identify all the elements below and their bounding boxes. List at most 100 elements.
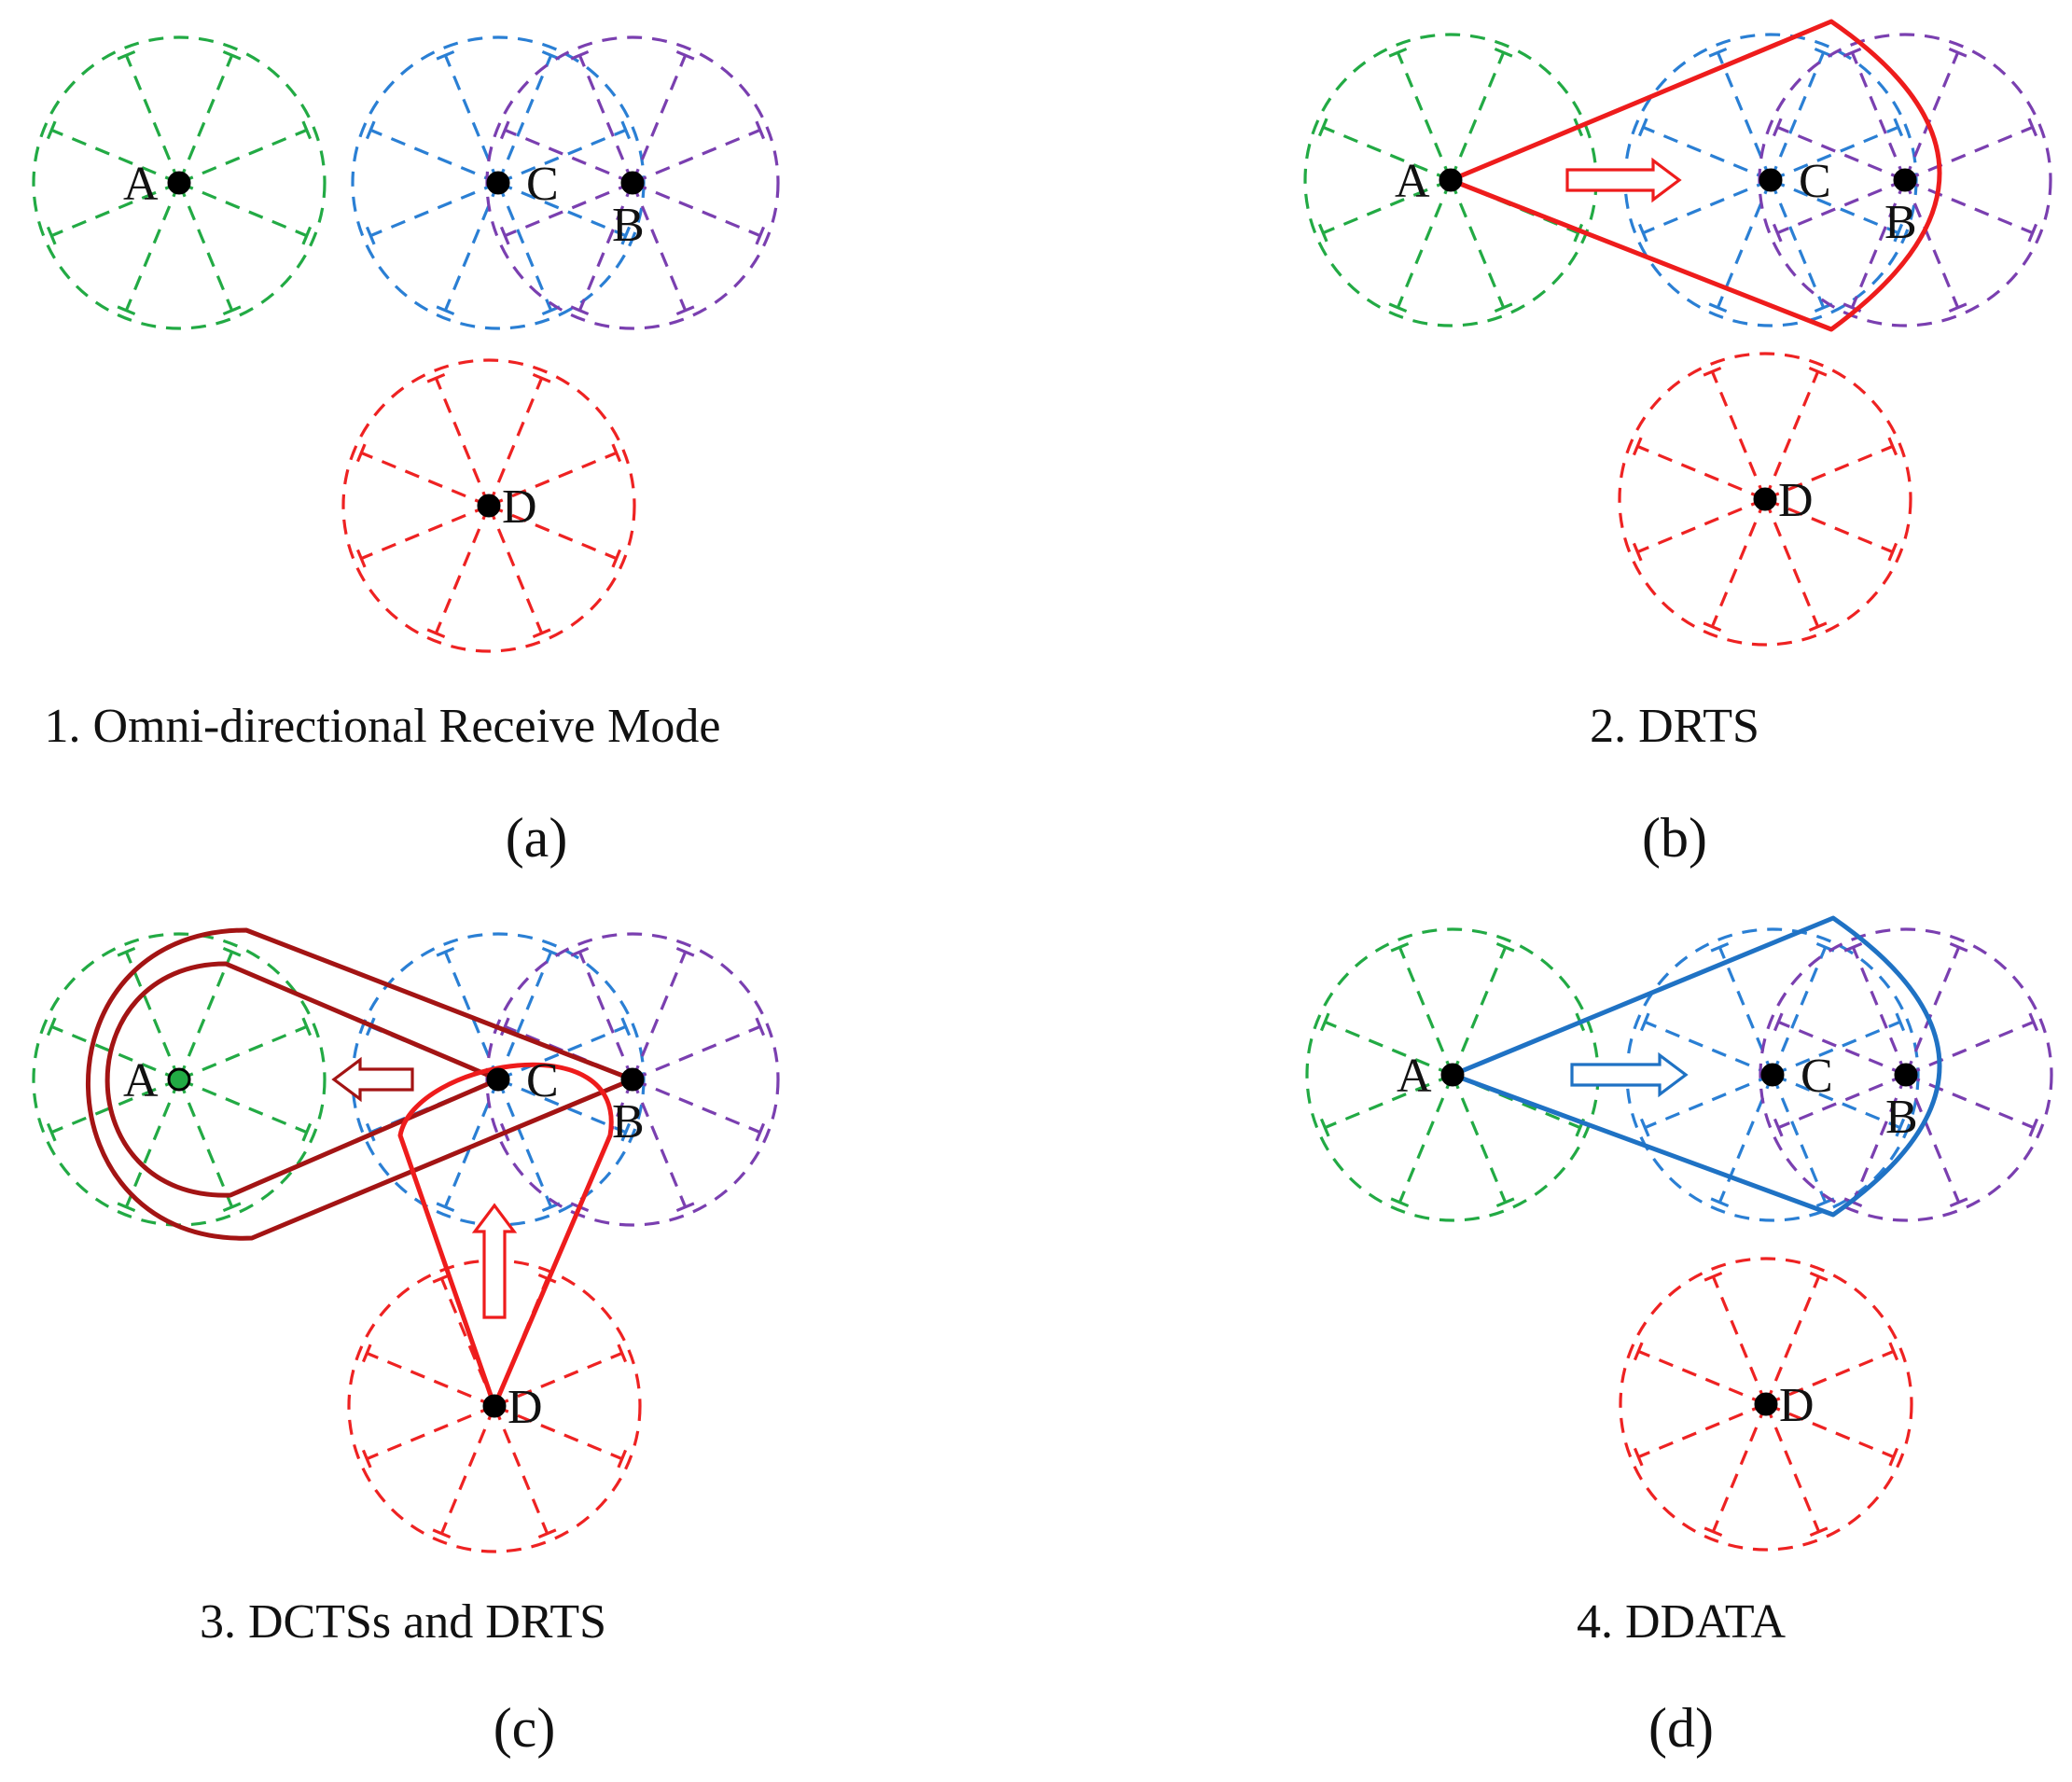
sector-tick-D (355, 549, 367, 568)
node-a-dot (1440, 1063, 1465, 1087)
node-label-d: D (1778, 474, 1814, 527)
sector-line-A (1449, 179, 1506, 309)
sector-line-D (1711, 1403, 1768, 1533)
sector-line-A (1322, 125, 1452, 182)
sector-line-C (1717, 1074, 1774, 1204)
sector-line-D (1710, 498, 1767, 628)
sector-tick-B (755, 1017, 766, 1037)
sector-line-B (504, 181, 633, 238)
omni-pattern-B (1759, 927, 2053, 1222)
sector-line-A (178, 1024, 308, 1081)
dcts-beam-d-to-c (397, 1062, 614, 1409)
sector-tick-D (532, 372, 551, 383)
node-a-dot (1439, 168, 1463, 192)
sector-line-B (577, 54, 634, 184)
range-circle-A (32, 35, 327, 330)
sector-tick-D (1888, 1447, 1899, 1467)
sector-line-B (631, 182, 688, 312)
sector-line-C (1716, 51, 1773, 181)
sector-line-C (496, 951, 553, 1080)
drts-beam-a-to-b (1448, 19, 1942, 332)
sector-tick-C (436, 1202, 455, 1213)
sector-line-B (577, 182, 634, 312)
node-label-a: A (1395, 155, 1430, 208)
sector-line-C (1644, 1073, 1773, 1130)
node-label-b: B (1884, 196, 1917, 249)
sector-tick-D (1887, 437, 1898, 456)
sector-line-B (1904, 125, 2034, 182)
sector-line-A (1398, 1074, 1454, 1204)
sector-tick-A (117, 946, 136, 957)
sector-tick-C (1710, 1197, 1730, 1208)
node-a-dot (167, 171, 191, 195)
sector-tick-C (365, 226, 376, 245)
node-c-dot (486, 171, 510, 195)
sector-tick-B (1772, 223, 1783, 243)
ddata-beam-a-to-b (1450, 915, 1942, 1218)
sector-line-A (50, 128, 180, 185)
sector-line-A (1452, 1073, 1581, 1130)
sector-line-A (124, 1079, 181, 1208)
sector-line-C (1769, 179, 1826, 309)
range-circle-B (1759, 927, 2053, 1222)
node-label-a: A (123, 158, 159, 211)
sector-tick-A (117, 49, 136, 61)
panel-label-a: (a) (506, 807, 568, 869)
omni-pattern-D (341, 358, 636, 653)
sector-line-B (504, 128, 633, 185)
node-label-d: D (508, 1381, 543, 1434)
dcts-beam-c-to-a (104, 961, 501, 1198)
sector-line-B (504, 1024, 633, 1081)
sector-line-D (1636, 497, 1766, 554)
node-b-dot (1893, 168, 1917, 192)
sector-tick-B (570, 946, 590, 957)
sector-line-C (1769, 51, 1826, 181)
sector-line-B (1904, 946, 1961, 1076)
omni-pattern-A (32, 35, 327, 330)
sector-line-D (439, 1405, 496, 1535)
sector-line-C (369, 128, 499, 185)
sector-tick-C (1639, 1012, 1650, 1032)
caption-c: 3. DCTSs and DRTS (200, 1595, 606, 1649)
sector-line-B (632, 1024, 761, 1081)
sector-line-D (366, 1404, 495, 1461)
sector-line-A (178, 181, 308, 238)
sector-line-A (177, 54, 234, 184)
sector-tick-D (537, 1528, 557, 1539)
sector-tick-A (46, 226, 57, 245)
panel-label-c: (c) (494, 1697, 556, 1759)
sector-tick-B (2027, 223, 2038, 243)
sector-line-C (443, 54, 500, 184)
sector-tick-A (301, 226, 313, 245)
sector-tick-C (436, 305, 455, 316)
sector-tick-D (1633, 1447, 1644, 1467)
dcts-direction-arrow-left (331, 1056, 414, 1103)
sector-tick-C (1708, 302, 1728, 313)
sector-tick-D (1703, 621, 1722, 633)
sector-tick-D (1703, 366, 1722, 377)
sector-tick-A (301, 120, 313, 140)
sector-line-A (124, 54, 181, 184)
sector-tick-A (1494, 302, 1513, 313)
sector-tick-B (2027, 118, 2038, 137)
sector-line-A (1324, 1073, 1453, 1130)
sector-tick-D (532, 628, 551, 639)
dcts-direction-arrow-up (471, 1203, 518, 1319)
sector-line-B (1776, 178, 1906, 235)
sector-tick-B (675, 946, 695, 957)
sector-line-D (494, 1351, 623, 1408)
sector-line-A (50, 1078, 180, 1135)
sector-line-C (1770, 125, 1899, 182)
sector-tick-A (1495, 1197, 1515, 1208)
sector-line-B (1850, 51, 1907, 181)
omni-antenna-patterns (32, 932, 780, 1553)
sector-tick-C (620, 120, 632, 140)
sector-line-C (497, 1024, 627, 1081)
directional-beams (85, 927, 635, 1409)
sector-line-A (1398, 946, 1454, 1076)
sector-tick-A (301, 1122, 313, 1142)
sector-tick-A (1388, 47, 1408, 58)
panel-label-d: (d) (1648, 1697, 1714, 1759)
